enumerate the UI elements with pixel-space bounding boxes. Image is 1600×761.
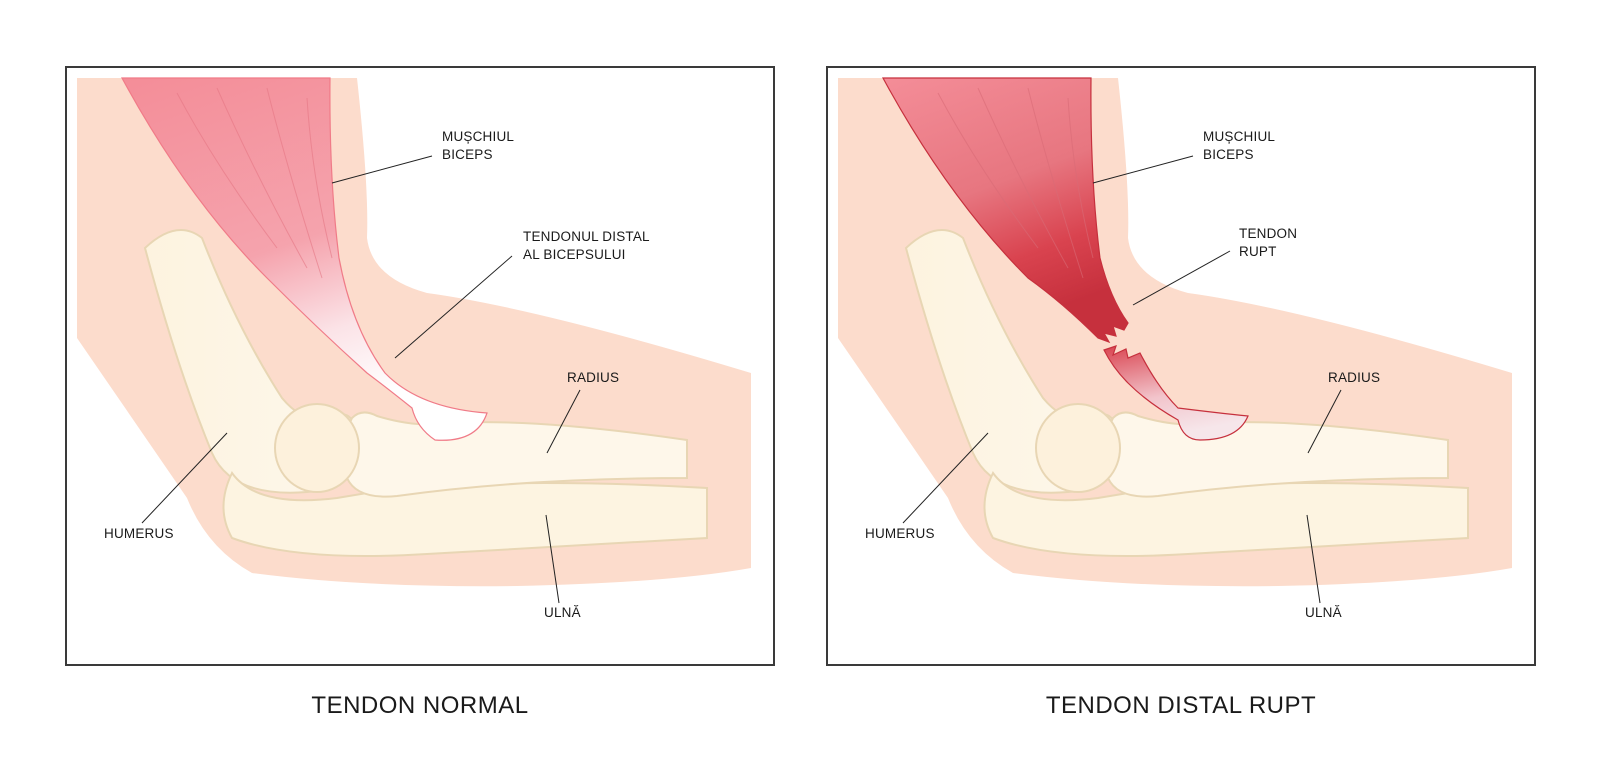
humerus-leader-line bbox=[902, 432, 989, 524]
radius-leader-line bbox=[1307, 389, 1342, 454]
biceps-fiber-lines bbox=[176, 87, 333, 279]
caption-ruptured-tendon: TENDON DISTAL RUPT bbox=[1045, 692, 1317, 719]
ulna-bone bbox=[983, 471, 1469, 557]
label-humerus: HUMERUS bbox=[104, 526, 174, 541]
caption-normal-tendon: TENDON NORMAL bbox=[311, 692, 529, 719]
humerus-condyle bbox=[1035, 403, 1121, 493]
tendon-leader-line bbox=[394, 255, 513, 359]
humerus-leader-line bbox=[141, 432, 228, 524]
ulna-leader-line bbox=[1306, 514, 1321, 604]
elbow-illustration-normal bbox=[77, 77, 751, 604]
biceps-muscle-torn bbox=[881, 77, 1129, 344]
label-radius: RADIUS bbox=[567, 370, 620, 385]
tendon-stump-torn bbox=[1103, 345, 1249, 441]
ulna-leader-line bbox=[545, 514, 560, 604]
tendon-leader-line bbox=[1132, 250, 1231, 306]
biceps-muscle bbox=[120, 77, 488, 441]
biceps-fiber-lines bbox=[937, 87, 1094, 279]
biceps-leader-line bbox=[1092, 155, 1194, 184]
elbow-illustration-ruptured bbox=[838, 77, 1512, 604]
label-radius: RADIUS bbox=[1328, 370, 1381, 385]
humerus-condyle bbox=[274, 403, 360, 493]
ulna-bone bbox=[222, 471, 708, 557]
label-ulna: ULNĂ bbox=[544, 605, 581, 620]
label-humerus: HUMERUS bbox=[865, 526, 935, 541]
label-ulna: ULNĂ bbox=[1305, 605, 1342, 620]
radius-leader-line bbox=[546, 389, 581, 454]
biceps-leader-line bbox=[331, 155, 433, 184]
